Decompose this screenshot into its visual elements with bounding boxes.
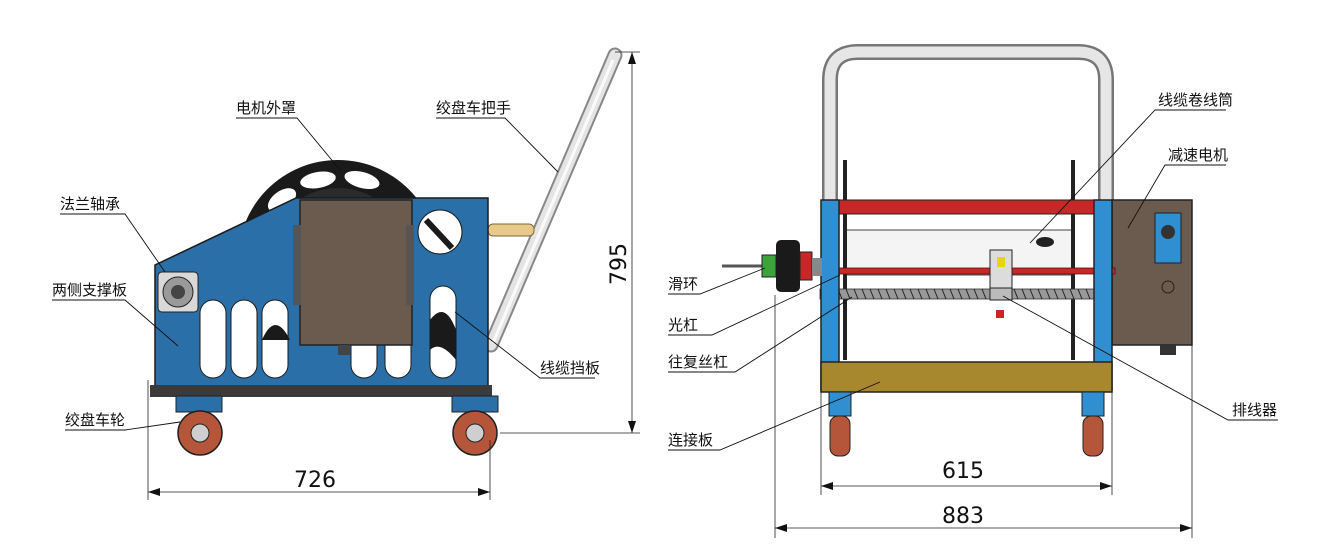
- label-gear-motor: 减速电机: [1168, 146, 1228, 164]
- dim-outer-width-883: 883: [774, 295, 1193, 538]
- dim-width-726: 726: [147, 380, 491, 500]
- caster-front-right: [1081, 391, 1105, 457]
- label-cable-guard: 线缆挡板: [540, 359, 600, 377]
- gear-motor: [1111, 199, 1193, 355]
- leader-lines-left: [52, 117, 595, 431]
- label-lead-screw: 往复丝杠: [668, 353, 728, 371]
- lead-screw: [819, 288, 1113, 300]
- label-slip-ring: 滑环: [668, 275, 698, 293]
- caster-right: [451, 395, 499, 456]
- base-frame: [150, 385, 492, 397]
- label-flange-bearing: 法兰轴承: [60, 195, 120, 213]
- u-handle: [822, 44, 1114, 200]
- label-polished-rod: 光杠: [668, 316, 698, 334]
- dim-label-615: 615: [942, 459, 984, 484]
- dim-inner-width-615: 615: [820, 392, 1113, 495]
- dim-label-883: 883: [942, 504, 984, 529]
- dim-label-726: 726: [294, 468, 336, 493]
- left-view: 795 726 电机外罩 绞盘车把手 法兰轴承 两侧支撑板 线缆挡板 绞盘车轮: [52, 47, 640, 500]
- level-winder-unit: [989, 249, 1013, 318]
- top-crossbar: [835, 199, 1102, 215]
- connecting-plate: [820, 361, 1113, 393]
- winch-handle: [483, 47, 623, 353]
- polished-rod: [814, 267, 1116, 275]
- label-cable-drum: 线缆卷线筒: [1158, 91, 1233, 109]
- label-winch-handle: 绞盘车把手: [436, 99, 511, 117]
- label-connect-plate: 连接板: [668, 431, 713, 449]
- motor-cover: [293, 199, 414, 355]
- caster-left: [175, 395, 223, 456]
- caster-front-left: [828, 391, 852, 457]
- label-side-plate: 两侧支撑板: [52, 281, 127, 299]
- leader-lines-right: [668, 109, 1278, 451]
- cable-drum: [843, 160, 1075, 360]
- flange-bearing: [157, 271, 199, 313]
- label-motor-cover: 电机外罩: [236, 99, 296, 117]
- dim-height-795: 795: [500, 51, 640, 434]
- label-level-winder: 排线器: [1232, 401, 1277, 419]
- slip-ring: [722, 240, 822, 292]
- right-view: 615 883 线缆卷线筒 减速电机 滑环 光杠 往复丝杠 连接板 排线器: [668, 44, 1278, 538]
- drum-shaft: [487, 223, 535, 237]
- label-winch-wheel: 绞盘车轮: [65, 411, 125, 429]
- dim-label-795: 795: [607, 243, 632, 285]
